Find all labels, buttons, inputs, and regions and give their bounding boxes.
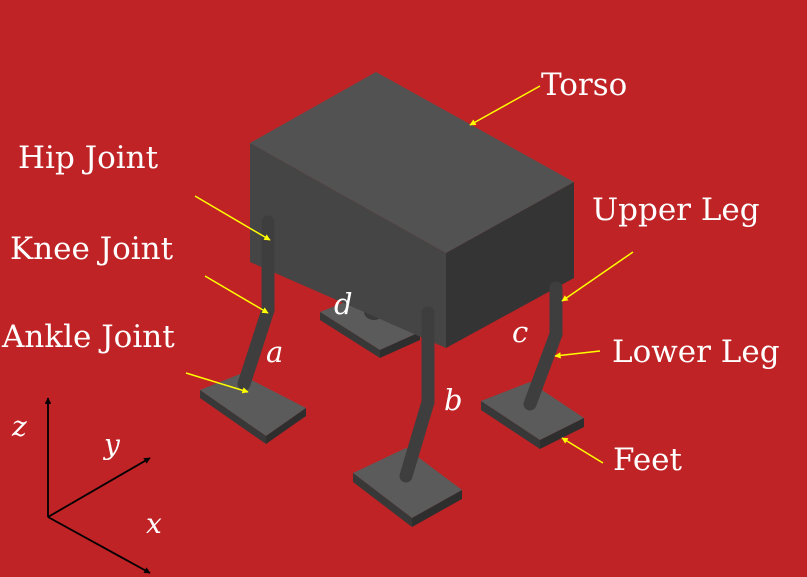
leg-a-label: a <box>266 335 283 369</box>
feet-arrow <box>561 437 604 464</box>
torso-box <box>250 72 574 348</box>
leg-a <box>200 215 306 444</box>
coordinate-axes <box>44 397 151 574</box>
ankle-joint-arrow <box>185 372 249 394</box>
hip-joint-label: Hip Joint <box>18 140 159 176</box>
leg-b <box>353 306 462 527</box>
leg-c <box>481 281 584 449</box>
leg-c-label: c <box>512 315 528 349</box>
torso-arrow <box>469 85 541 126</box>
torso-label: Torso <box>541 67 627 103</box>
x-axis-line <box>47 516 151 574</box>
y-axis-label: y <box>102 428 121 461</box>
lower-leg-label: Lower Leg <box>612 334 780 370</box>
upper-leg-label: Upper Leg <box>592 192 760 228</box>
annotation-arrows <box>185 85 634 464</box>
y-axis-line <box>47 457 151 518</box>
feet-label: Feet <box>613 442 683 478</box>
knee-joint-arrow <box>204 275 269 314</box>
lower-leg-arrow <box>554 350 601 359</box>
hip-joint-arrow <box>194 195 271 241</box>
x-axis-label: x <box>146 507 162 540</box>
ankle-joint-label: Ankle Joint <box>1 319 175 355</box>
leg-d-label: d <box>334 287 353 321</box>
upper-leg-arrow <box>561 251 634 302</box>
foot-d <box>320 296 420 358</box>
z-axis-label: z <box>11 410 27 443</box>
knee-joint-label: Knee Joint <box>10 231 174 267</box>
leg-b-label: b <box>444 383 463 417</box>
